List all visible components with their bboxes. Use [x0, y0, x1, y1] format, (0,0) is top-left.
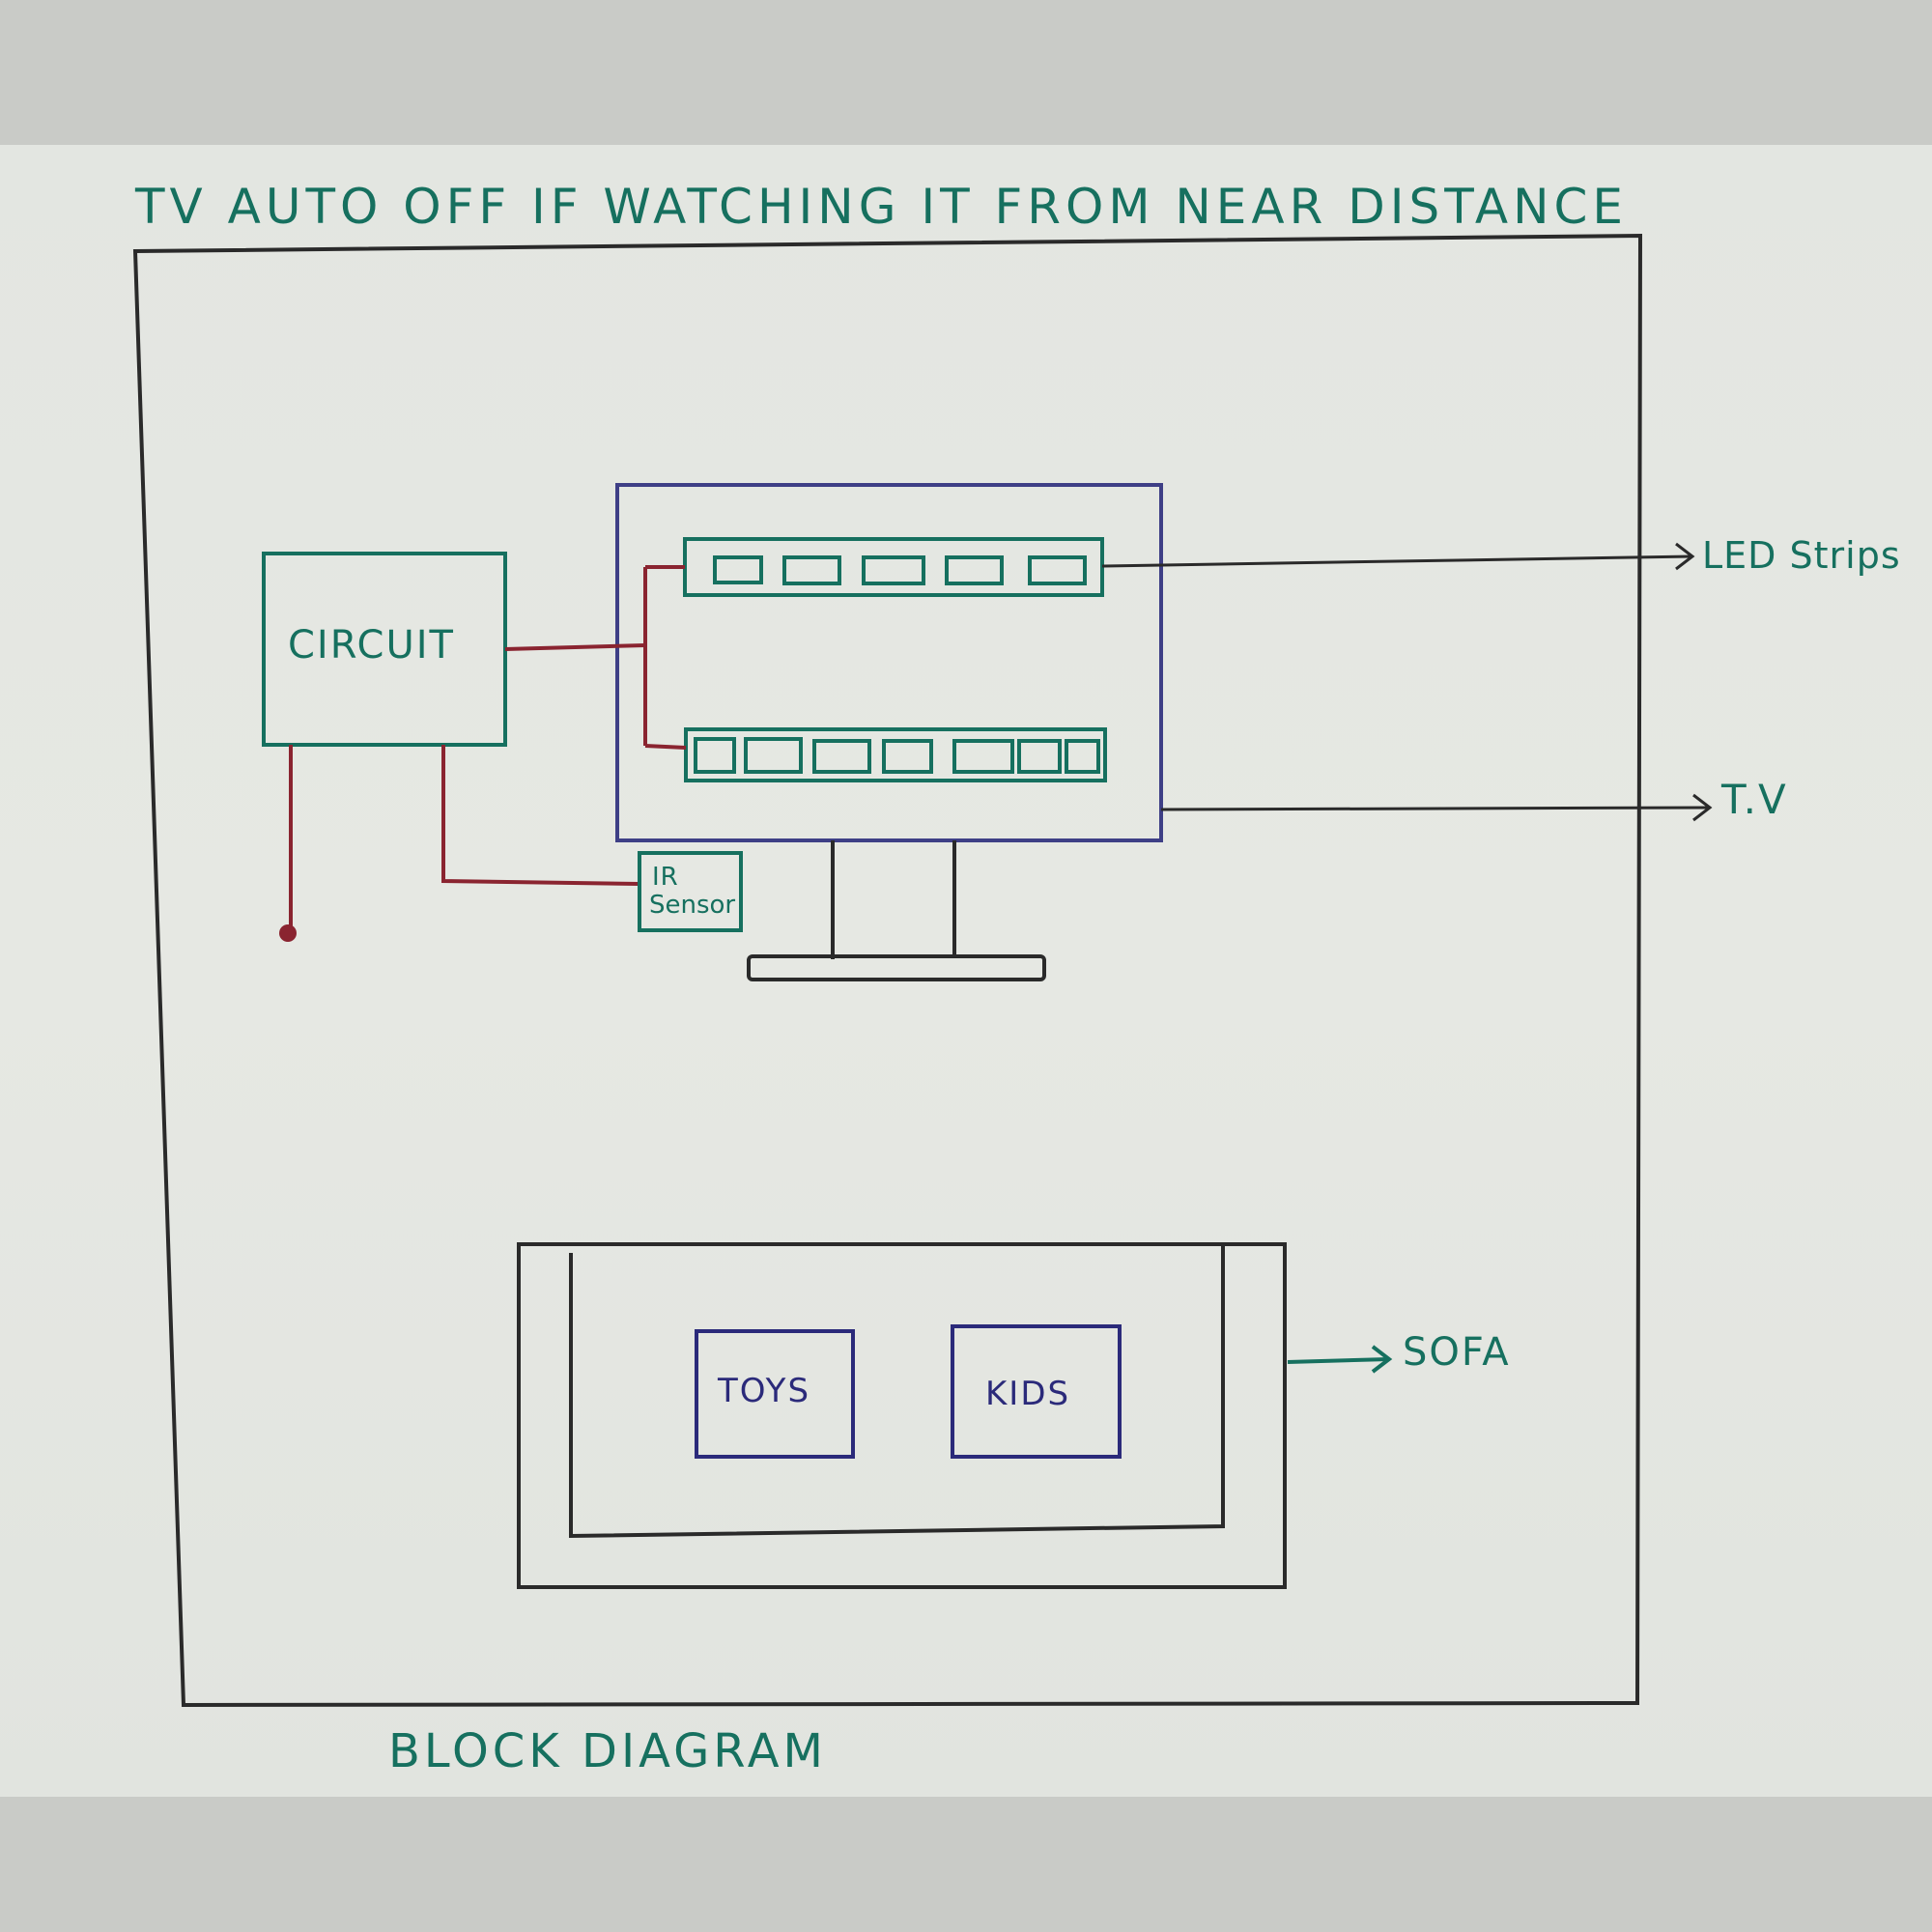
- ground-terminal: [279, 924, 297, 942]
- tv-callout: T.V: [1721, 776, 1788, 823]
- diagram-title: TV AUTO OFF IF WATCHING IT FROM NEAR DIS…: [135, 179, 1628, 235]
- sofa-callout: SOFA: [1403, 1330, 1511, 1375]
- diagram-footer: BLOCK DIAGRAM: [388, 1724, 827, 1778]
- sofa-outer: [517, 1242, 1287, 1589]
- toys-box: [695, 1329, 855, 1459]
- ir-sensor-box: [638, 851, 743, 932]
- wiring: [289, 565, 687, 930]
- led-strip-top: [683, 537, 1104, 597]
- led-strip-bottom: [684, 727, 1107, 782]
- kids-label: KIDS: [985, 1375, 1071, 1413]
- sofa-arrow: [1287, 1345, 1393, 1374]
- paper-sheet: [0, 145, 1932, 1797]
- sofa-inner: [569, 1246, 1225, 1539]
- toys-label: TOYS: [718, 1372, 811, 1410]
- outer-frame: [132, 233, 1643, 1708]
- kids-box: [951, 1324, 1122, 1459]
- callout-arrows: [1101, 542, 1713, 822]
- ir-sensor-label-line2: Sensor: [649, 891, 736, 920]
- tv-screen: [615, 483, 1163, 842]
- led-strips-callout: LED Strips: [1702, 534, 1901, 577]
- circuit-label: CIRCUIT: [288, 623, 455, 668]
- ir-sensor-label-line1: IR: [652, 863, 679, 892]
- tv-base: [747, 954, 1046, 981]
